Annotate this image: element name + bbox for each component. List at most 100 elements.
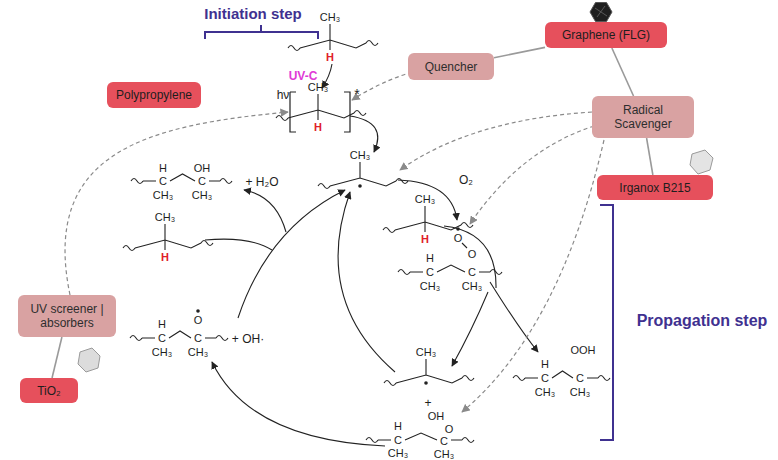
atom-label: OH xyxy=(428,410,445,422)
graphene-icon-detail xyxy=(595,6,607,17)
tio2-icon xyxy=(78,348,100,372)
atom-label: CH₃ xyxy=(192,189,212,201)
atom-label: C xyxy=(426,266,434,278)
propagation-bracket xyxy=(600,205,613,440)
step-heading: Propagation step xyxy=(637,311,768,330)
atom-label: H xyxy=(159,162,167,174)
radiation-label: UV-C xyxy=(289,70,318,82)
connectors xyxy=(52,47,653,378)
node-label: TiO₂ xyxy=(37,384,61,398)
atom-label: C xyxy=(194,332,202,344)
reaction-label: + xyxy=(424,397,431,409)
polymer-chain xyxy=(384,359,474,386)
effect-arrow xyxy=(462,140,604,412)
reaction-arrows xyxy=(65,64,604,446)
atom-label: CH₃ xyxy=(434,448,454,460)
reaction-arrow xyxy=(444,226,496,288)
reaction-label: + OH· xyxy=(232,333,264,345)
atom-label: C xyxy=(158,332,166,344)
polymer-chain xyxy=(383,206,473,233)
atom-label: O xyxy=(445,423,454,435)
atom-label: C xyxy=(440,435,448,447)
polymer-chain xyxy=(318,162,408,189)
atom-label: OOH xyxy=(570,344,595,356)
node-label: Irganox B215 xyxy=(619,181,690,195)
initiation-bracket xyxy=(205,25,318,39)
effect-arrow xyxy=(470,126,594,224)
atom-label: CH₃ xyxy=(350,149,370,161)
irganox-icon xyxy=(690,150,713,174)
node-label: UV screener | absorbers xyxy=(24,302,110,330)
reaction-arrow xyxy=(338,192,395,372)
material-box: Polypropylene xyxy=(107,82,201,108)
atom-label: C xyxy=(468,266,476,278)
additive-box: TiO₂ xyxy=(20,378,78,403)
atom-label: CH₃ xyxy=(462,280,482,292)
atom-label: CH₃ xyxy=(153,189,173,201)
atom-label: CH₃ xyxy=(535,386,555,398)
radical-dot xyxy=(196,309,200,313)
atom-label: CH₃ xyxy=(152,346,172,358)
abstractable-hydrogen: H xyxy=(314,121,322,133)
additive-box: Irganox B215 xyxy=(597,175,713,200)
reaction-arrow xyxy=(350,116,378,152)
atom-label: CH₃ xyxy=(416,346,436,358)
role-box: Quencher xyxy=(408,53,494,80)
atom-label: CH₃ xyxy=(420,280,440,292)
atom-label: C xyxy=(541,372,549,384)
step-heading: Initiation step xyxy=(204,5,302,23)
reaction-label: + H₂O xyxy=(246,176,279,188)
atom-label: C xyxy=(159,175,167,187)
reaction-label: hν xyxy=(277,89,290,101)
abstractable-hydrogen: H xyxy=(326,51,334,63)
reaction-arrow xyxy=(490,282,538,352)
polymer-chain xyxy=(398,265,502,275)
node-label: Quencher xyxy=(425,60,478,74)
atom-label: O xyxy=(194,314,203,326)
excited-state-mark: * xyxy=(354,88,359,100)
node-label: Radical Scavenger xyxy=(598,103,688,131)
polymer-chain xyxy=(123,224,213,251)
effect-arrow xyxy=(400,112,592,170)
filler-box: Graphene (FLG) xyxy=(545,22,667,48)
atom-label: CH₃ xyxy=(320,11,340,23)
atom-label: O xyxy=(468,248,477,260)
graphene-icon xyxy=(590,3,612,22)
role-box: Radical Scavenger xyxy=(592,96,694,138)
reaction-arrow xyxy=(212,362,385,446)
radical-dot xyxy=(424,381,428,385)
atom-label: H xyxy=(541,358,549,370)
atom-label: CH₃ xyxy=(570,386,590,398)
atom-label: CH₃ xyxy=(388,447,408,459)
atom-label: CH₃ xyxy=(188,346,208,358)
atom-label: C xyxy=(394,434,402,446)
o-o-bond xyxy=(462,243,467,248)
node-label: Graphene (FLG) xyxy=(562,28,650,42)
atom-label: CH₃ xyxy=(415,193,435,205)
atom-label: C xyxy=(198,175,206,187)
radical-dot xyxy=(358,184,362,188)
reaction-arrow xyxy=(398,180,457,220)
polymer-chain xyxy=(131,174,232,184)
reaction-arrow xyxy=(244,190,286,232)
atom-label: H xyxy=(394,420,402,432)
reaction-arrow xyxy=(452,292,488,366)
connector-line xyxy=(647,138,653,175)
connector-line xyxy=(612,48,634,96)
excited-state-brackets xyxy=(290,92,350,132)
atom-label: CH₃ xyxy=(308,81,328,93)
static-artwork xyxy=(78,3,713,441)
abstractable-hydrogen: H xyxy=(161,251,169,263)
atom-label: CH₃ xyxy=(155,211,175,223)
polymer-chain xyxy=(288,24,378,51)
atom-label: C xyxy=(576,372,584,384)
reaction-label: O₂ xyxy=(459,174,473,186)
atom-label: OH xyxy=(194,162,211,174)
atom-label: H xyxy=(426,252,434,264)
effect-arrow xyxy=(65,112,288,295)
effect-arrow xyxy=(352,72,412,100)
atom-label: H xyxy=(158,318,166,330)
connector-line xyxy=(494,47,545,57)
